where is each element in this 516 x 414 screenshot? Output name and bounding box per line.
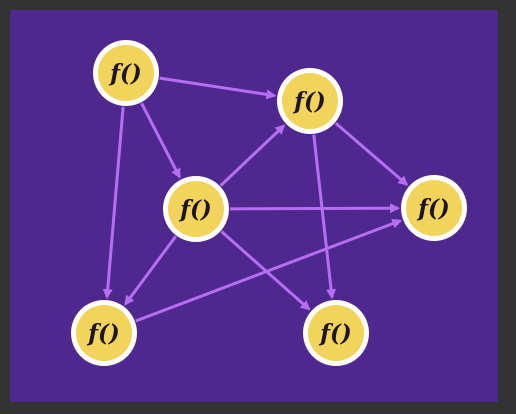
node-n4: f() [401, 175, 467, 241]
node-n5: f() [71, 300, 137, 366]
edge-n1-n3 [140, 102, 181, 179]
node-fill [76, 305, 132, 361]
node-label: f() [108, 60, 142, 87]
edges-layer [102, 76, 409, 323]
nodes-layer: f() f() f() f() f() f() [71, 40, 467, 366]
node-label: f() [292, 88, 326, 115]
node-label: f() [178, 196, 212, 223]
edge-n1-n2 [159, 76, 277, 100]
node-label: f() [318, 320, 352, 347]
edge-n3-n4 [229, 203, 401, 214]
node-fill [168, 181, 224, 237]
node-label: f() [86, 320, 120, 347]
edge-n3-n2 [219, 124, 286, 187]
node-n3: f() [163, 176, 229, 242]
edge-n2-n6 [312, 134, 337, 300]
node-n6: f() [303, 300, 369, 366]
node-n2: f() [277, 68, 343, 134]
node-fill [308, 305, 364, 361]
edge-n2-n4 [334, 122, 409, 186]
edge-n1-n5 [102, 106, 125, 300]
edge-n3-n5 [124, 235, 177, 306]
node-label: f() [416, 195, 450, 222]
node-fill [282, 73, 338, 129]
node-fill [98, 45, 154, 101]
node-n1: f() [93, 40, 159, 106]
edge-n5-n4 [135, 218, 403, 323]
node-fill [406, 180, 462, 236]
